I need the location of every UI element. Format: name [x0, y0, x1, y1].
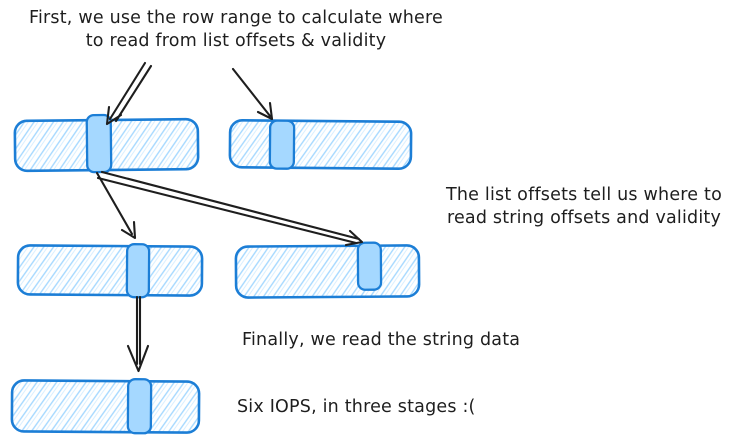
stage2-buffer-left-body [16, 244, 204, 297]
stage2-buffer-left [16, 243, 204, 299]
arrow-stage1-to-stage2-left [95, 171, 137, 240]
stage1-buffer-right-body [228, 119, 413, 170]
stage3-buffer-highlighted-range [126, 378, 153, 435]
stage3-buffer [10, 378, 201, 435]
stage3-buffer-body [10, 379, 201, 434]
stage1-buffer-right-highlighted-range [268, 119, 296, 170]
arrow-stage1-to-stage2-right [96, 170, 364, 247]
stage1-buffer-left [13, 113, 200, 174]
stage2-buffer-right-body [234, 244, 421, 299]
annotation-step3: Finally, we read the string data [242, 330, 521, 350]
stage2-buffer-right [234, 241, 421, 299]
arrow-row-range-to-stage1-right [231, 67, 274, 121]
annotation-summary: Six IOPS, in three stages :( [237, 397, 476, 417]
annotation-step2: The list offsets tell us where to read s… [446, 185, 722, 228]
stage1-buffer-right [228, 119, 413, 170]
stage1-buffer-left-highlighted-range [85, 113, 113, 174]
annotation-step1: First, we use the row range to calculate… [28, 8, 444, 51]
arrow-stage2-to-stage3 [126, 295, 150, 373]
stage2-buffer-left-highlighted-range [125, 243, 151, 299]
stage2-buffer-right-highlighted-range [356, 241, 383, 291]
arrow-row-range-to-stage1-left [105, 61, 153, 126]
